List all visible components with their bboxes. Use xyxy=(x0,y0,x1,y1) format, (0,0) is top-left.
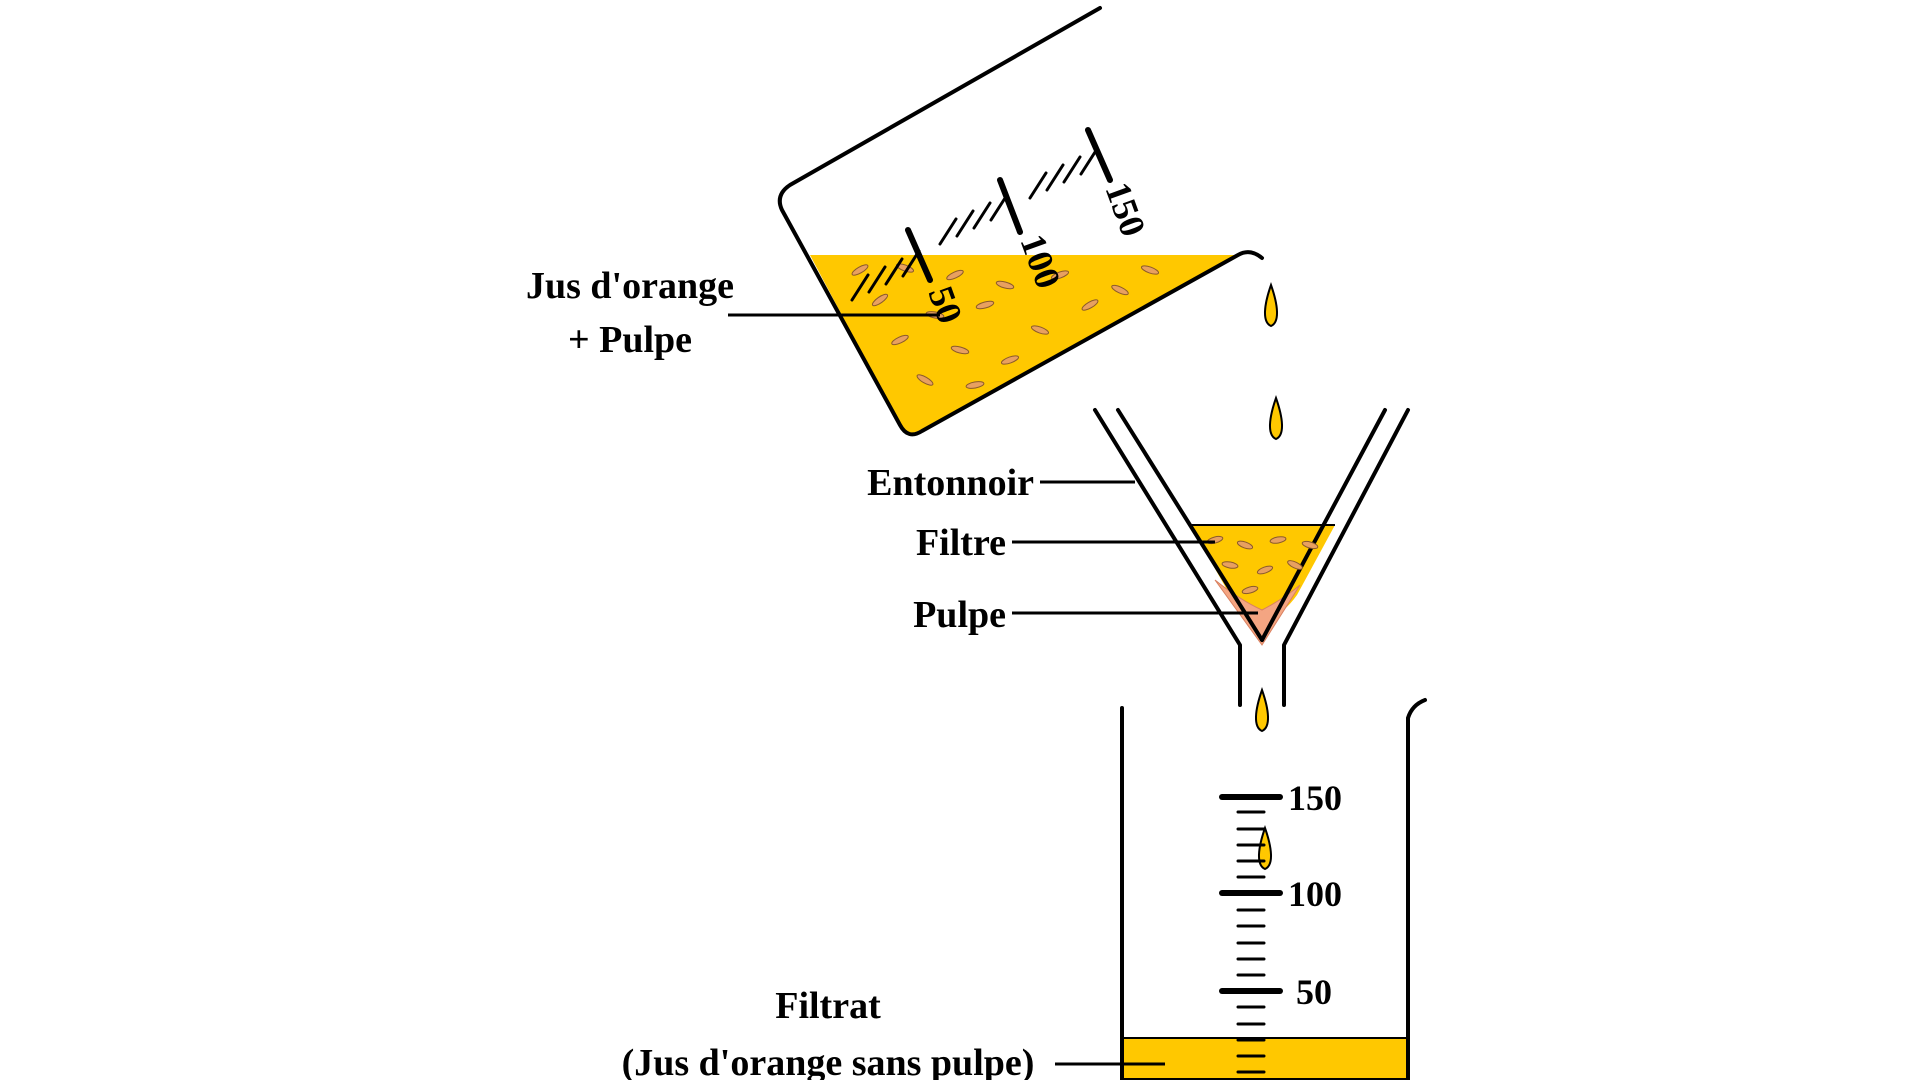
label-juice-line1: Jus d'orange xyxy=(526,265,734,307)
receiving-scale-label-50: 50 xyxy=(1296,972,1332,1012)
label-pulp: Pulpe xyxy=(913,594,1006,636)
funnel xyxy=(1093,408,1410,707)
drop-4 xyxy=(1258,824,1272,871)
tilted-beaker-juice xyxy=(810,255,1240,434)
tilted-beaker-scale xyxy=(850,127,1113,302)
labels: Jus d'orange + Pulpe Entonnoir Filtre Pu… xyxy=(526,265,1258,1080)
filtrate-liquid xyxy=(1122,1038,1408,1080)
receiving-beaker: 150 100 50 xyxy=(1120,698,1427,1080)
funnel-outer-wall xyxy=(1093,408,1242,707)
tilted-scale-label-150: 150 xyxy=(1097,177,1153,241)
label-juice-line2: + Pulpe xyxy=(568,319,692,361)
label-filter: Filtre xyxy=(916,522,1006,564)
funnel-pulp-specks xyxy=(1206,535,1319,595)
receiving-beaker-scale xyxy=(1219,794,1283,1074)
tilted-beaker: 50 100 150 xyxy=(777,6,1264,437)
drop-2 xyxy=(1269,394,1283,441)
receiving-beaker-outline xyxy=(1120,698,1427,1080)
drop-3 xyxy=(1255,686,1269,733)
receiving-scale-label-150: 150 xyxy=(1288,778,1342,818)
drop-1 xyxy=(1264,281,1278,328)
receiving-scale-label-100: 100 xyxy=(1288,874,1342,914)
label-funnel: Entonnoir xyxy=(867,462,1034,504)
tick-major-150 xyxy=(1085,127,1113,183)
tilted-beaker-outline xyxy=(777,6,1264,437)
tick-major-50 xyxy=(905,227,933,283)
funnel-outer-wall-right xyxy=(1282,408,1410,707)
tick-major-100 xyxy=(997,177,1023,235)
label-filtrate-line1: Filtrat xyxy=(775,985,881,1027)
tilted-beaker-pulp-specks xyxy=(851,263,1160,389)
falling-drops xyxy=(1255,281,1283,871)
label-filtrate-line2: (Jus d'orange sans pulpe) xyxy=(622,1042,1035,1080)
